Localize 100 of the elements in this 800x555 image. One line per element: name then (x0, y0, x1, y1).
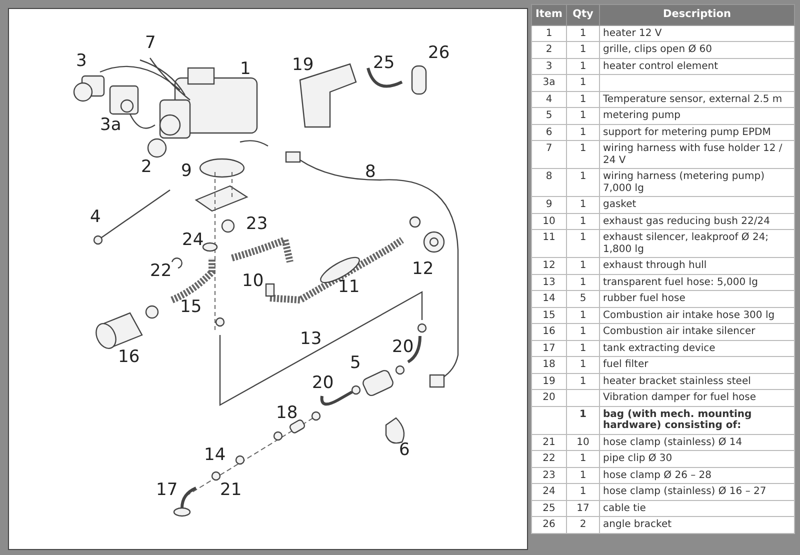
quantity: 1 (566, 25, 600, 42)
part-description: exhaust silencer, leakproof Ø 24; 1,800 lg (600, 230, 794, 258)
part-description: metering pump (600, 108, 794, 124)
part-description: exhaust through hull (600, 258, 794, 274)
part-description: hose clamp (stainless) Ø 16 – 27 (600, 484, 794, 500)
item-number: 7 (532, 140, 566, 168)
quantity: 5 (566, 290, 600, 307)
quantity: 1 (566, 406, 600, 434)
quantity: 1 (566, 340, 600, 356)
quantity: 10 (566, 434, 600, 450)
item-number: 3 (532, 58, 566, 74)
callout-number: 1 (240, 60, 251, 78)
item-number: 2 (532, 42, 566, 58)
item-number: 4 (532, 91, 566, 108)
item-number: 13 (532, 274, 566, 290)
part-description: hose clamp Ø 26 – 28 (600, 467, 794, 484)
callout-number: 22 (150, 262, 172, 280)
item-number: 6 (532, 124, 566, 140)
part-description: heater control element (600, 58, 794, 74)
quantity: 1 (566, 484, 600, 500)
item-number: 5 (532, 108, 566, 124)
part-description: Vibration damper for fuel hose (600, 390, 794, 406)
part-description: Combustion air intake hose 300 lg (600, 307, 794, 324)
item-number: 14 (532, 290, 566, 307)
item-number: 25 (532, 500, 566, 516)
part-description: heater 12 V (600, 25, 794, 42)
item-number: 10 (532, 213, 566, 230)
quantity: 1 (566, 213, 600, 230)
item-number: 21 (532, 434, 566, 450)
item-number: 8 (532, 168, 566, 196)
item-number: 15 (532, 307, 566, 324)
quantity: 1 (566, 467, 600, 484)
part-description: fuel filter (600, 356, 794, 373)
quantity: 1 (566, 91, 600, 108)
part-description: heater bracket stainless steel (600, 373, 794, 390)
part-description: angle bracket (600, 516, 794, 533)
quantity: 1 (566, 168, 600, 196)
callout-number: 26 (428, 44, 450, 62)
item-number: 3a (532, 74, 566, 91)
part-description: Combustion air intake silencer (600, 324, 794, 340)
callout-number: 14 (204, 446, 226, 464)
quantity: 1 (566, 324, 600, 340)
callout-number: 10 (242, 272, 264, 290)
part-description: tank extracting device (600, 340, 794, 356)
callout-number: 20 (392, 338, 414, 356)
part-description: support for metering pump EPDM (600, 124, 794, 140)
callout-number: 3a (100, 116, 122, 134)
callout-number: 7 (145, 34, 156, 52)
part-description: rubber fuel hose (600, 290, 794, 307)
quantity: 1 (566, 74, 600, 91)
callout-number: 24 (182, 231, 204, 249)
callout-number: 4 (90, 208, 101, 226)
part-description: grille, clips open Ø 60 (600, 42, 794, 58)
part-description: hose clamp (stainless) Ø 14 (600, 434, 794, 450)
callout-number: 6 (399, 441, 410, 459)
item-number: 1 (532, 25, 566, 42)
part-description: pipe clip Ø 30 (600, 450, 794, 467)
part-description: exhaust gas reducing bush 22/24 (600, 213, 794, 230)
item-number: 20 (532, 390, 566, 406)
callout-number: 19 (292, 56, 314, 74)
item-number: 18 (532, 356, 566, 373)
description-column-header: Description (600, 4, 794, 25)
callout-number: 12 (412, 260, 434, 278)
callout-number: 5 (350, 354, 361, 372)
item-number: 12 (532, 258, 566, 274)
part-description: bag (with mech. mounting hardware) consisting of: (600, 406, 794, 434)
item-column-header: Item (532, 4, 566, 25)
quantity-column-header: Qty (566, 4, 600, 25)
quantity: 1 (566, 42, 600, 58)
callout-number: 9 (181, 162, 192, 180)
item-number: 19 (532, 373, 566, 390)
callout-number: 16 (118, 348, 140, 366)
part-description: Temperature sensor, external 2.5 m (600, 91, 794, 108)
part-description: transparent fuel hose: 5,000 lg (600, 274, 794, 290)
callout-number: 13 (300, 330, 322, 348)
quantity: 1 (566, 196, 600, 213)
quantity: 1 (566, 58, 600, 74)
item-number: 23 (532, 467, 566, 484)
callout-number: 21 (220, 481, 242, 499)
quantity: 1 (566, 356, 600, 373)
quantity: 1 (566, 274, 600, 290)
item-number: 9 (532, 196, 566, 213)
part-description: wiring harness with fuse holder 12 / 24 V (600, 140, 794, 168)
quantity: 17 (566, 500, 600, 516)
part-description: gasket (600, 196, 794, 213)
quantity: 1 (566, 108, 600, 124)
quantity: 2 (566, 516, 600, 533)
part-description: cable tie (600, 500, 794, 516)
quantity: 1 (566, 124, 600, 140)
quantity: 1 (566, 307, 600, 324)
part-description: wiring harness (metering pump) 7,000 lg (600, 168, 794, 196)
quantity: 1 (566, 258, 600, 274)
callout-number: 23 (246, 215, 268, 233)
callout-number: 8 (365, 163, 376, 181)
callout-number: 18 (276, 404, 298, 422)
quantity: 1 (566, 450, 600, 467)
quantity: 1 (566, 140, 600, 168)
item-number: 22 (532, 450, 566, 467)
item-number: 24 (532, 484, 566, 500)
callout-number: 15 (180, 298, 202, 316)
